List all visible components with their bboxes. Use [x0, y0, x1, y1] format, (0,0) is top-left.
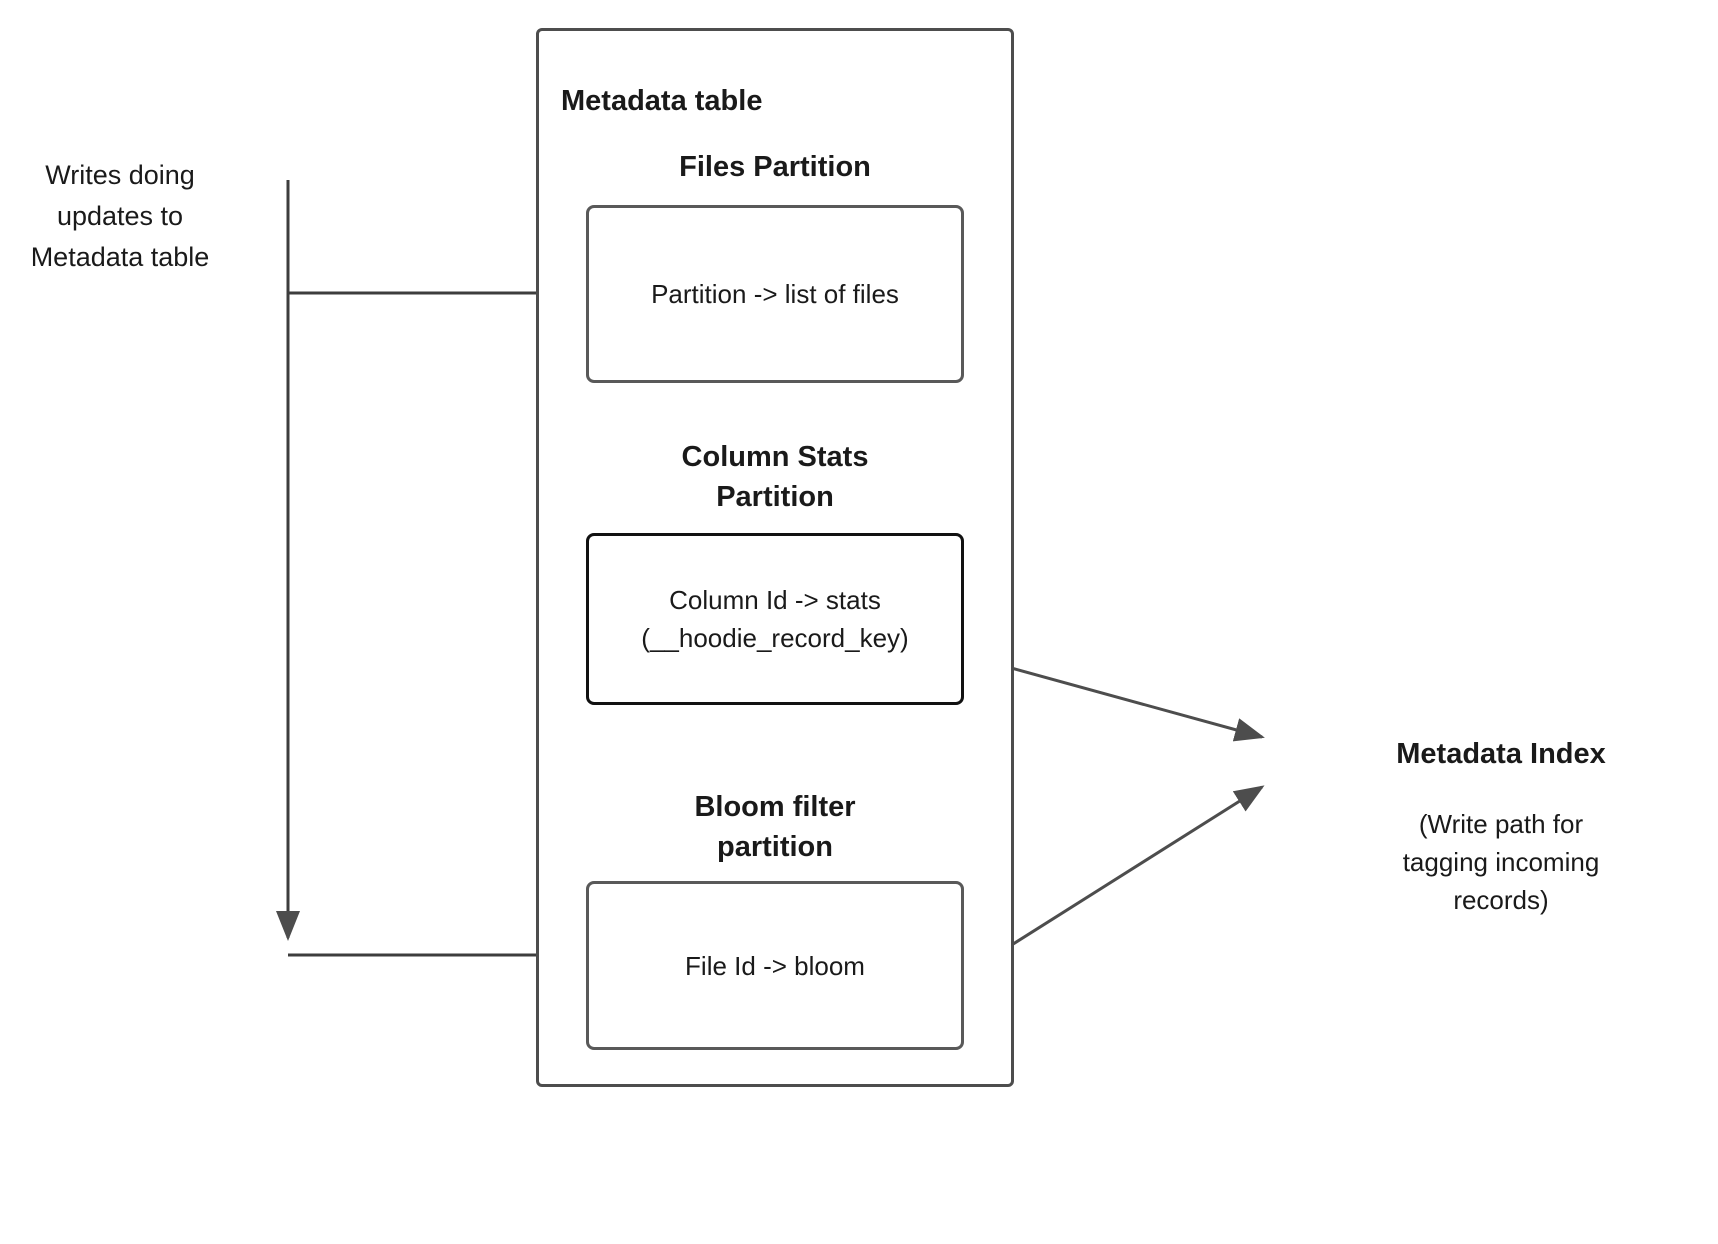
writes-annotation-label: Writes doing updates to Metadata table [30, 160, 210, 272]
column-stats-partition-heading: Column Stats Partition [681, 441, 869, 513]
metadata-table-title: Metadata table [561, 85, 763, 117]
metadata-index-caption: (Write path for tagging incoming records… [1402, 809, 1600, 915]
bloom-filter-partition-heading: Bloom filter partition [694, 791, 856, 863]
bloom-filter-partition-box: File Id -> bloom [586, 881, 964, 1050]
files-partition-box: Partition -> list of files [586, 205, 964, 383]
column-stats-partition-box: Column Id -> stats (__hoodie_record_key) [586, 533, 964, 705]
files-partition-heading: Files Partition [679, 151, 871, 183]
metadata-index-title: Metadata Index [1396, 738, 1606, 770]
